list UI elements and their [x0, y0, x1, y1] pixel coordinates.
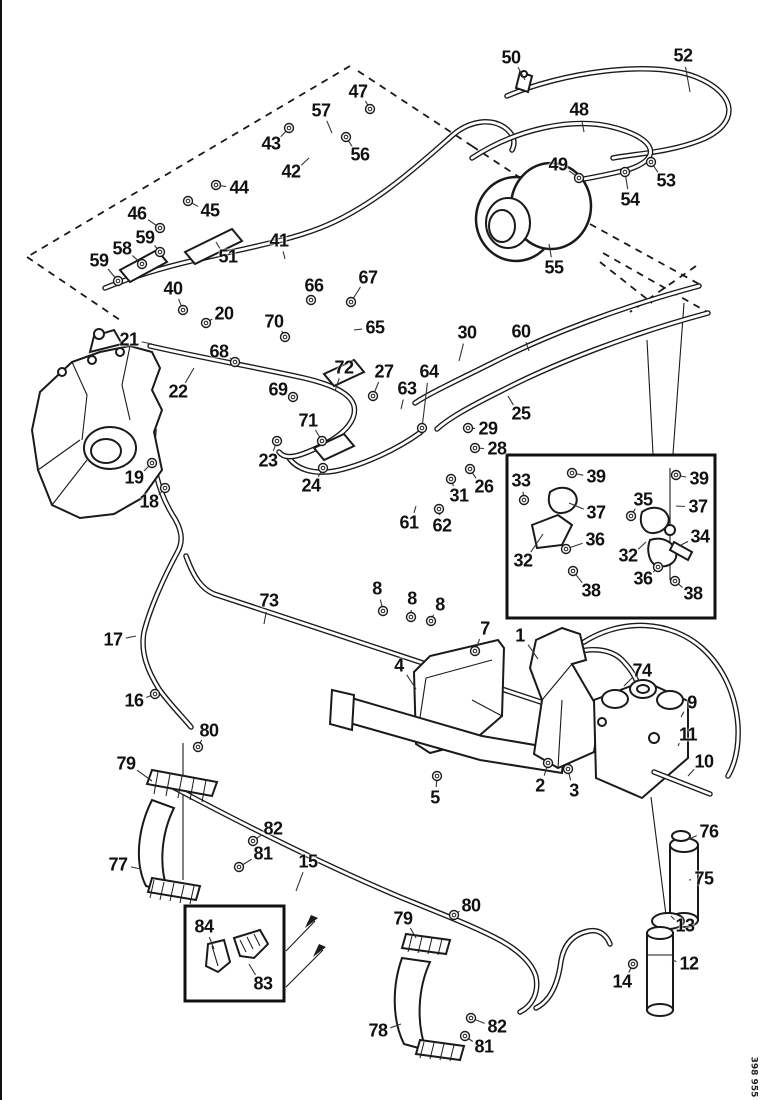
frame-crossmember [328, 688, 566, 775]
detail-box-right [505, 453, 717, 620]
cylinder-12 [646, 926, 674, 1017]
figure-code: 398 955 [748, 1056, 759, 1098]
drum-part-55 [474, 161, 593, 263]
steering-pump [30, 328, 164, 520]
detail-pointer-lines [182, 302, 685, 916]
cylinder-75 [669, 830, 699, 928]
control-valve [592, 679, 713, 800]
bracket-77 [137, 798, 202, 905]
detail-box-bottom [183, 904, 326, 1003]
tubes-and-hoses [102, 66, 741, 1015]
clamp-strip-79-left [145, 768, 219, 803]
bracket-78 [393, 956, 466, 1062]
clamp-strip-79-right [400, 932, 452, 956]
tube-sleeves [118, 70, 534, 462]
fitting-dots [112, 103, 682, 1042]
